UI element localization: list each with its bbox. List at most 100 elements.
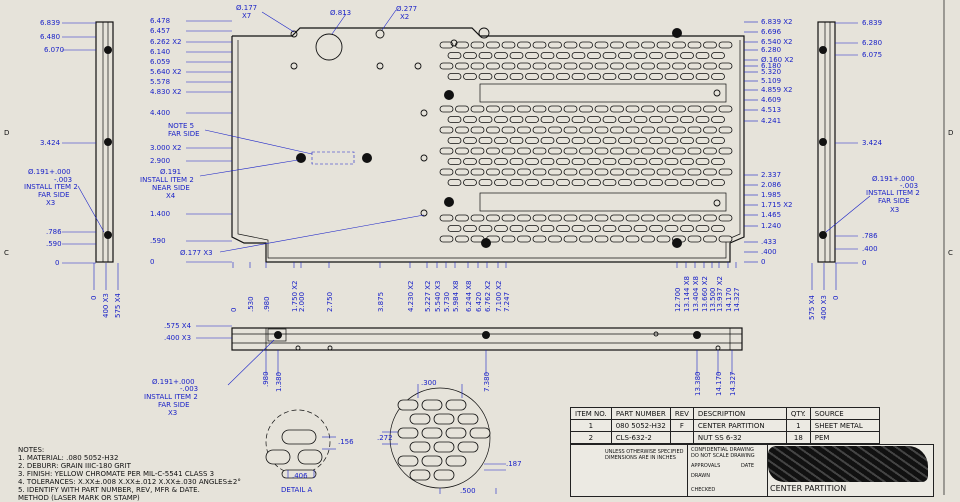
right-dim-label: 0 [761, 258, 765, 266]
right-bottom-575: 575 X4 [808, 295, 816, 320]
bom-cell: CLS-632-2 [610, 431, 671, 444]
bottom-dim-400: .400 X3 [164, 334, 191, 342]
right-dim-label: 1.465 [761, 211, 781, 219]
left-dim-0: 0 [55, 259, 59, 267]
top-dim-x7: X7 [242, 12, 251, 20]
right-dim-label: .400 [761, 248, 777, 256]
bottom-dim-label: 1.750 X2 [291, 280, 299, 312]
left-dim-label: 1.400 [150, 210, 170, 218]
bottom-dim-label: .980 [263, 296, 271, 312]
right-bottom-400: 400 X3 [820, 295, 828, 320]
date-label: DATE [741, 463, 755, 469]
checked-label: CHECKED [691, 487, 716, 493]
right-side-dim: 0 [862, 259, 866, 267]
right-dim-label: 5.320 [761, 68, 781, 76]
right-dim-label: 4.859 X2 [761, 86, 793, 94]
right-dim-label: 2.337 [761, 171, 781, 179]
left-dim-6839: 6.839 [40, 19, 60, 27]
bottom-dim-label: 6.762 X2 [484, 280, 492, 312]
right-pem-side: FAR SIDE [878, 197, 910, 205]
table-row: 2 CLS-632-2 NUT SS 6-32 18 PEM [570, 431, 880, 444]
right-dim-label: 6.839 X2 [761, 18, 793, 26]
note-5-method: METHOD (LASER MARK OR STAMP) [18, 494, 140, 502]
main-hole-177-x3: Ø.177 X3 [180, 249, 213, 257]
bottom-dim-label: 5.540 X3 [434, 280, 442, 312]
right-pem-qty: X3 [890, 206, 899, 214]
right-dim-label: 1.715 X2 [761, 201, 793, 209]
left-dim-590: .590 [46, 240, 62, 248]
left-dim-label: 0 [150, 258, 154, 266]
note-1: 1. MATERIAL: .080 5052-H32 [18, 454, 119, 462]
pem-nut-near-2 [362, 153, 372, 163]
main-front-view [186, 20, 758, 268]
note5-label: NOTE 5 [168, 122, 194, 130]
redacted-area [768, 446, 928, 482]
left-dim-label: 3.000 X2 [150, 144, 182, 152]
bom-cell: PEM [809, 431, 880, 444]
right-dim-label: 2.086 [761, 181, 782, 189]
bottom-dim-label: 6.244 X8 [465, 280, 473, 312]
bottom-dim-7380: 7.380 [483, 372, 491, 392]
large-hole [315, 33, 343, 61]
bom-header-source: SOURCE [809, 407, 880, 420]
bottom-pem-side: FAR SIDE [158, 401, 190, 409]
right-dim-label: 4.609 [761, 96, 781, 104]
bottom-dim-label: 13.660 X2 [701, 276, 709, 312]
bom-cell: 1 [785, 419, 811, 432]
bom-cell: 2 [570, 431, 612, 444]
left-dim-label: 6.478 [150, 17, 170, 25]
bom-cell: 1 [570, 419, 612, 432]
bom-header-part-number: PART NUMBER [610, 407, 671, 420]
drawn-label: DRAWN [691, 473, 710, 479]
left-dim-6070: 6.070 [44, 46, 64, 54]
top-dim-hole-277: Ø.277 [396, 5, 417, 13]
tolerance-note-1: UNLESS OTHERWISE SPECIFIED [605, 449, 684, 455]
upper-cutout [479, 83, 727, 103]
detail-dim-272: .272 [377, 434, 393, 442]
left-pem-tol: -.003 [54, 176, 72, 184]
right-side-view [811, 21, 871, 290]
right-dim-label: 6.540 X2 [761, 38, 793, 46]
left-bottom-575: 575 X4 [114, 293, 122, 318]
note5-side: FAR SIDE [168, 130, 200, 138]
left-pem-install: INSTALL ITEM 2 [24, 183, 78, 191]
left-pem-dia: Ø.191+.000 [28, 168, 71, 176]
note-4: 4. TOLERANCES: X.XX±.008 X.XX±.012 X.XX±… [18, 478, 241, 486]
right-side-dim: 3.424 [862, 139, 883, 147]
detail-a-large [382, 384, 506, 494]
left-dim-label: 5.640 X2 [150, 68, 182, 76]
bottom-dim-label: 2.750 [326, 292, 334, 312]
left-side-view [62, 21, 119, 290]
note-5: 5. IDENTIFY WITH PART NUMBER, REV, MFR &… [18, 486, 200, 494]
right-dim-label: 4.241 [761, 117, 781, 125]
left-dim-label: 6.262 X2 [150, 38, 182, 46]
top-dim-hole-813: Ø.813 [330, 9, 351, 17]
bottom-dim-label: 13.404 X8 [692, 276, 700, 312]
top-dim-x2: X2 [400, 13, 409, 21]
right-dim-label: 1.240 [761, 222, 781, 230]
main-pem-qty: X4 [166, 192, 176, 200]
bottom-dim-575: .575 X4 [164, 322, 192, 330]
bottom-dim-14327: 14.327 [729, 372, 737, 397]
left-dim-label: 4.400 [150, 109, 170, 117]
bottom-dim-label: 7.100 X2 [495, 280, 503, 312]
detail-dim-300: .300 [421, 379, 437, 387]
bottom-pem-install: INSTALL ITEM 2 [144, 393, 198, 401]
main-pem-side: NEAR SIDE [152, 184, 190, 192]
detail-a-label: DETAIL A [281, 486, 313, 494]
bottom-pem-dia: Ø.191+.000 [152, 378, 195, 386]
bottom-dim-label: 5.730 [443, 292, 451, 312]
bottom-dim-label: 14.327 [733, 288, 741, 313]
bom-header-qty: QTY. [785, 407, 811, 420]
bottom-dim-label: 0 [230, 308, 238, 312]
bom-cell: 18 [785, 431, 811, 444]
left-pem-qty: X3 [46, 199, 55, 207]
bottom-dim-13380: 13.380 [694, 372, 702, 397]
main-pem-dia: Ø.191 [160, 168, 181, 176]
bom-header-row: ITEM NO. PART NUMBER REV DESCRIPTION QTY… [570, 407, 880, 420]
confidential-note-1: CONFIDENTIAL DRAWING [691, 447, 754, 453]
lower-slot-pattern [439, 214, 733, 243]
